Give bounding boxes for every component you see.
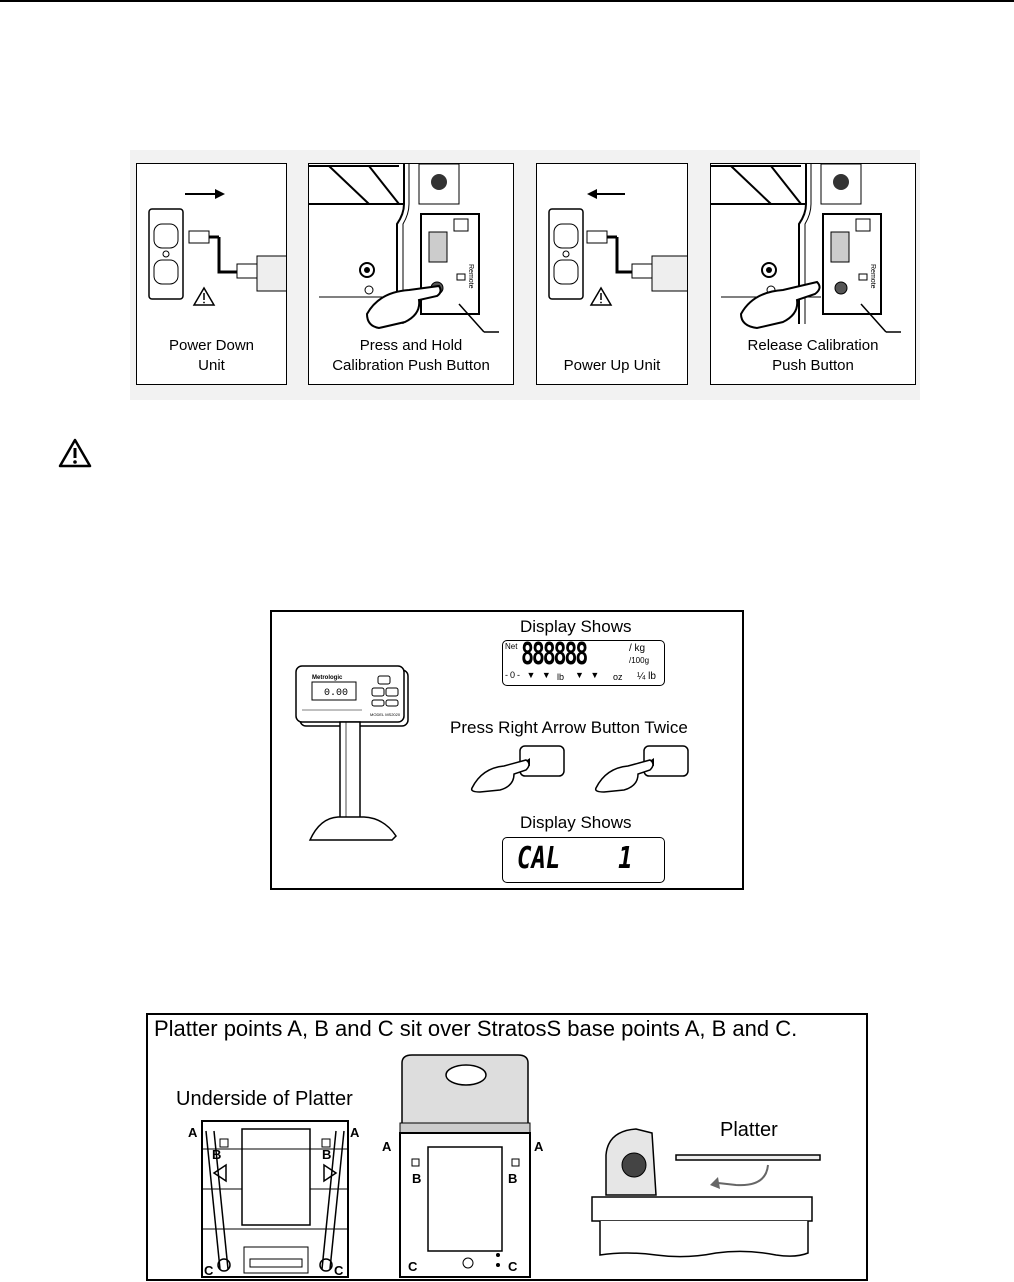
svg-text:B: B [412, 1171, 421, 1186]
hand-icon [739, 280, 821, 330]
plug-icon [586, 230, 608, 244]
lcd-oz-label: oz [613, 672, 623, 682]
lcd-unit-kg: / kg [629, 643, 646, 654]
lcd-cal-text: CAL 1 [517, 841, 633, 876]
svg-text:A: A [350, 1125, 360, 1140]
svg-text:B: B [508, 1171, 517, 1186]
platter-underside-icon: A A B B C C [188, 1120, 360, 1278]
scanner-frame-icon: Remote [711, 164, 901, 333]
svg-text:C: C [408, 1259, 418, 1274]
stratoss-base-icon: A A B B C C [382, 1054, 544, 1278]
platter-label: Platter [720, 1119, 778, 1141]
platter-placement-figure: Platter points A, B and C sit over Strat… [146, 1013, 868, 1281]
power-down-panel: Power Down Unit [136, 163, 287, 385]
outlet-icon [548, 189, 687, 306]
lcd-net-label: Net [505, 642, 518, 651]
lcd-segments: 888888 [521, 637, 588, 672]
svg-text:A: A [534, 1139, 544, 1154]
warning-icon [58, 438, 92, 468]
warning-icon [589, 286, 613, 306]
lcd-full-display: Net 888888 / kg /100g -0- ▼ ▼ lb ▼ ▼ oz … [502, 640, 665, 686]
svg-text:Remote: Remote [467, 264, 474, 289]
pole-display-icon: Metrologic 0.00 MODEL MS2020 [295, 665, 409, 841]
lcd-unit-100g: /100g [629, 656, 650, 665]
power-up-caption: Power Up Unit [563, 357, 661, 374]
power-down-caption: Power Down Unit [168, 337, 255, 374]
lcd-quarter-lb: ¼ lb [637, 671, 656, 682]
page-header-rule [0, 0, 1014, 2]
svg-text:C: C [204, 1263, 214, 1278]
scanner-frame-icon: Remote [309, 164, 499, 333]
plug-icon [188, 230, 210, 244]
svg-text:MODEL MS2020: MODEL MS2020 [370, 712, 401, 717]
lcd-indicator-row-2: ▼ ▼ [575, 670, 602, 680]
press-hold-caption: Press and Hold Calibration Push Button [332, 337, 490, 374]
svg-text:B: B [322, 1147, 331, 1162]
cal-mode-figure: Metrologic 0.00 MODEL MS2020 Display Sho… [270, 610, 744, 890]
calibration-button-icon [834, 281, 848, 295]
release-panel: Remote Release Calibration Push Button [710, 163, 916, 385]
display-shows-label-1: Display Shows [520, 617, 632, 636]
display-shows-label-2: Display Shows [520, 813, 632, 832]
svg-text:Metrologic: Metrologic [312, 675, 343, 681]
svg-text:0.00: 0.00 [324, 688, 348, 699]
lcd-lb-label: lb [557, 672, 565, 682]
release-caption: Release Calibration Push Button [747, 337, 879, 374]
lcd-cal-display: CAL 1 [502, 837, 665, 883]
hand-icon [594, 759, 654, 793]
hand-icon [365, 284, 442, 330]
press-right-arrow-label: Press Right Arrow Button Twice [450, 718, 688, 737]
svg-text:A: A [382, 1139, 392, 1154]
press-hold-panel: Remote Press and Hold Calibration Push B… [308, 163, 514, 385]
svg-text:C: C [334, 1263, 344, 1278]
svg-text:A: A [188, 1125, 198, 1140]
underside-of-platter-label: Underside of Platter [176, 1088, 353, 1110]
platter-points-title: Platter points A, B and C sit over Strat… [154, 1016, 798, 1041]
lcd-indicator-row: -0- ▼ ▼ [505, 670, 553, 680]
outlet-icon [148, 189, 286, 306]
warning-icon [192, 286, 216, 306]
svg-text:Remote: Remote [869, 264, 876, 289]
hand-icon [470, 759, 530, 793]
power-up-panel: Power Up Unit [536, 163, 688, 385]
svg-text:B: B [212, 1147, 221, 1162]
svg-text:C: C [508, 1259, 518, 1274]
right-arrow-button-presses [470, 745, 689, 793]
platter-install-side-view [591, 1128, 821, 1258]
